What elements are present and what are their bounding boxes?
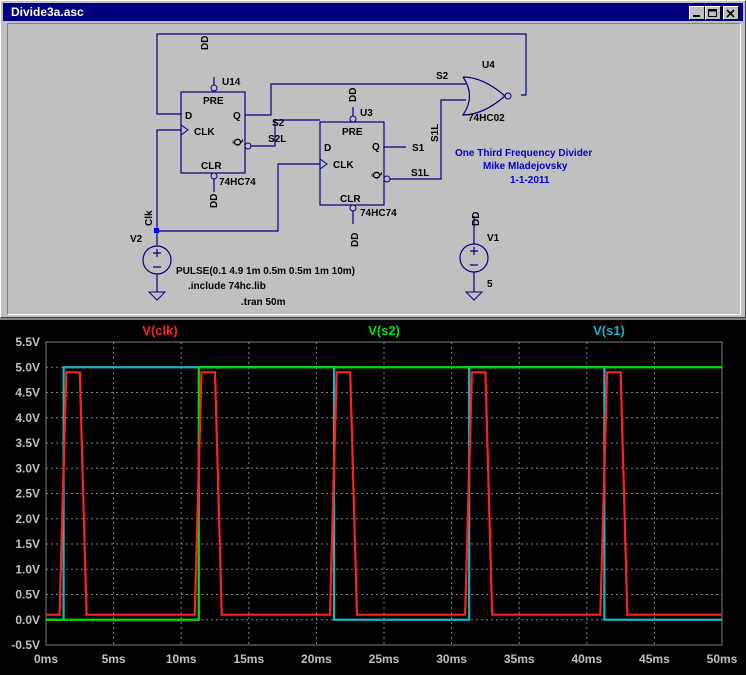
y-tick-label: 1.5V [15, 537, 40, 551]
schematic-window: Divide3a.asc [0, 0, 746, 318]
x-tick-label: 50ms [707, 652, 738, 666]
v1-dd-label: DD [471, 212, 482, 226]
y-tick-label: 5.0V [15, 360, 40, 374]
y-tick-label: 4.0V [15, 411, 40, 425]
comment-line-2: Mike Mladejovsky [483, 161, 568, 172]
x-tick-label: 15ms [233, 652, 264, 666]
y-tick-label: 2.5V [15, 487, 40, 501]
u3-dd-label: DD [348, 88, 359, 102]
u14-dd-bottom: DD [209, 194, 220, 208]
schematic-drawing: DD U14 PRE D CLK Q Q̄ CLR 74HC74 DD DD U… [130, 33, 592, 308]
y-tick-label: -0.5V [11, 638, 40, 652]
series-line-vclk [46, 371, 722, 616]
legend-vs2: V(s2) [368, 323, 400, 338]
minimize-button[interactable] [689, 6, 705, 20]
u14-part: 74HC74 [219, 177, 256, 188]
legend-vclk: V(clk) [142, 323, 177, 338]
net-s2-top: S2 [436, 71, 449, 82]
y-tick-label: 1.0V [15, 562, 40, 576]
u14-d-pin: D [185, 111, 192, 122]
u3-dd-bottom: DD [350, 233, 361, 247]
legend-vs1: V(s1) [593, 323, 625, 338]
x-tick-label: 20ms [301, 652, 332, 666]
y-tick-label: 4.5V [15, 386, 40, 400]
v2-ref: V2 [130, 234, 143, 245]
net-s1l-vert: S1L [430, 124, 441, 142]
u14-ref: U14 [222, 77, 241, 88]
x-tick-label: 5ms [102, 652, 126, 666]
u3-ref: U3 [360, 108, 373, 119]
y-tick-label: 0.5V [15, 588, 40, 602]
net-s2: S2 [272, 118, 285, 129]
tran-directive: .tran 50m [241, 297, 286, 308]
y-tick-label: 3.0V [15, 461, 40, 475]
y-tick-label: 0.0V [15, 613, 40, 627]
x-tick-label: 35ms [504, 652, 535, 666]
waveform-chart: 0ms 5ms 10ms 15ms 20ms 25ms 30ms 35ms 40ms 45ms 50… [11, 323, 738, 666]
net-clk: Clk [144, 210, 155, 226]
y-tick-label: 3.5V [15, 436, 40, 450]
x-tick-label: 0ms [34, 652, 58, 666]
net-s2l: S2L [268, 134, 286, 145]
x-tick-label: 25ms [369, 652, 400, 666]
maximize-icon [708, 9, 717, 17]
u14-clk-pin: CLK [194, 127, 215, 138]
u4-ref: U4 [482, 60, 495, 71]
u3-clr-pin: CLR [340, 194, 361, 205]
x-tick-label: 40ms [571, 652, 602, 666]
comment-line-1: One Third Frequency Divider [455, 148, 592, 159]
close-icon [726, 9, 735, 18]
u3-pre-pin: PRE [342, 127, 363, 138]
u14-qbar-pin: Q̄ [232, 138, 244, 146]
pulse-directive: PULSE(0.1 4.9 1m 0.5m 0.5m 1m 10m) [176, 266, 355, 277]
net-s1: S1 [412, 143, 425, 154]
waveform-viewer[interactable]: 0ms 5ms 10ms 15ms 20ms 25ms 30ms 35ms 40ms 45ms 50… [0, 318, 746, 675]
u3-d-pin: D [324, 143, 331, 154]
y-tick-label: 2.0V [15, 512, 40, 526]
include-directive: .include 74hc.lib [188, 281, 266, 292]
v1-ref: V1 [487, 233, 500, 244]
u14-clr-pin: CLR [201, 161, 222, 172]
x-tick-label: 10ms [166, 652, 197, 666]
window-title: Divide3a.asc [11, 5, 84, 19]
comment-line-3: 1-1-2011 [510, 175, 550, 186]
u4-part: 74HC02 [468, 113, 505, 124]
maximize-button[interactable] [705, 6, 721, 20]
u14-dd-label: DD [200, 36, 211, 50]
net-s1l: S1L [411, 168, 429, 179]
x-tick-label: 45ms [639, 652, 670, 666]
y-tick-label: 5.5V [15, 335, 40, 349]
minimize-icon [693, 15, 700, 17]
u3-q-pin: Q [372, 142, 380, 153]
u3-qbar-pin: Q̄ [371, 171, 383, 179]
x-tick-label: 30ms [436, 652, 467, 666]
schematic-canvas[interactable]: DD U14 PRE D CLK Q Q̄ CLR 74HC74 DD DD U… [7, 23, 741, 315]
u14-pre-pin: PRE [203, 96, 224, 107]
v1-value: 5 [487, 279, 493, 290]
u3-part: 74HC74 [360, 208, 397, 219]
title-bar[interactable]: Divide3a.asc [3, 3, 743, 21]
u14-q-pin: Q [233, 111, 241, 122]
close-button[interactable] [723, 6, 739, 20]
u3-clk-pin: CLK [333, 160, 354, 171]
